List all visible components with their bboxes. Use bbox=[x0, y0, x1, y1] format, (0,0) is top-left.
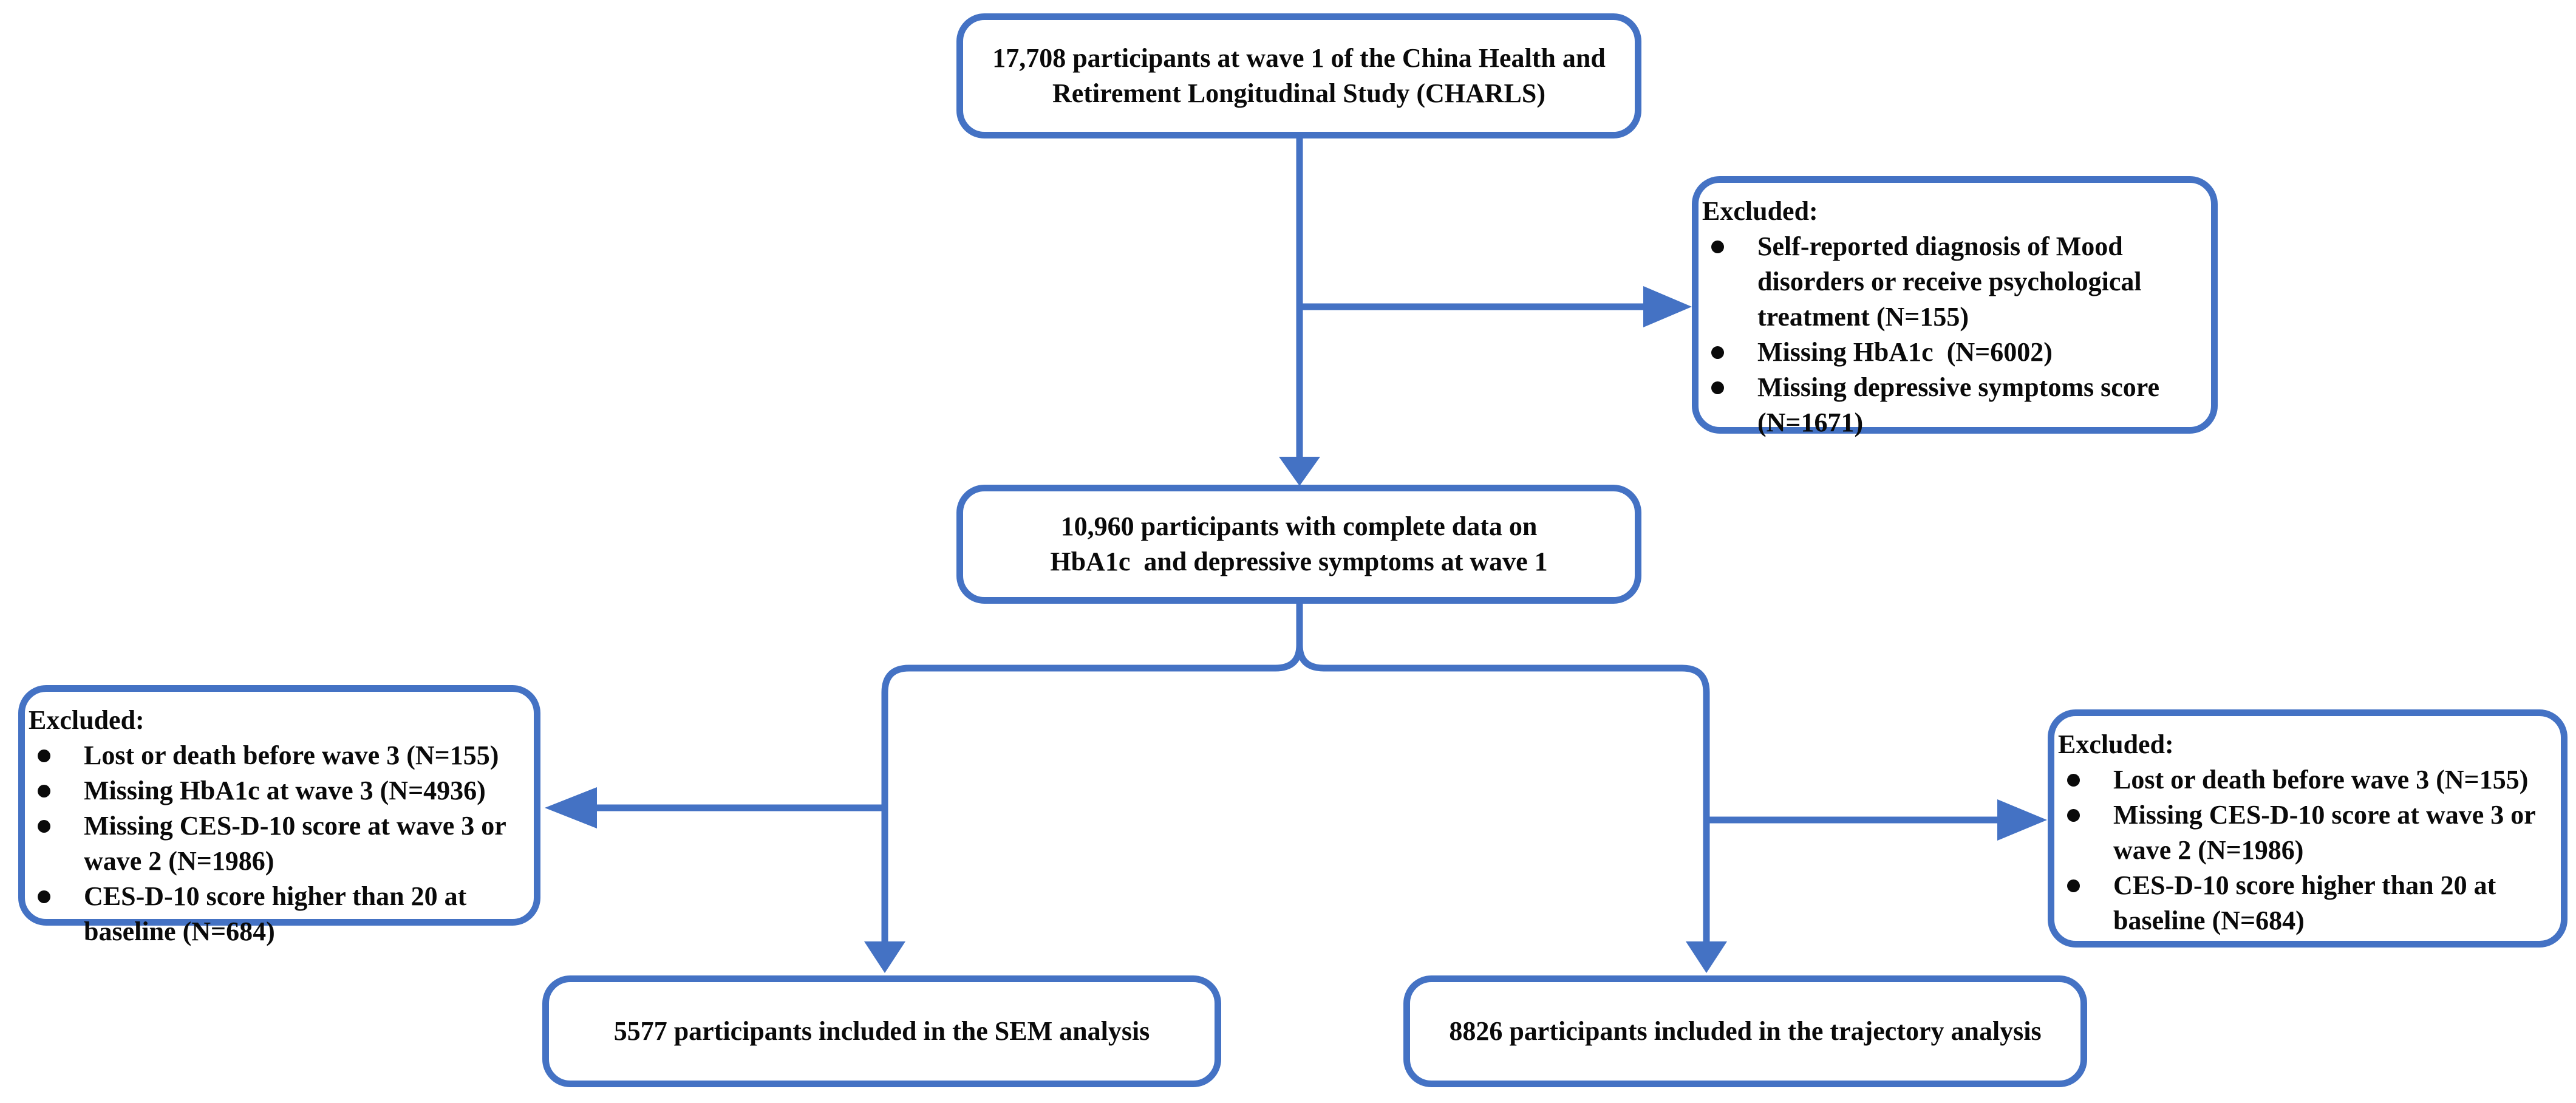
excluded-item: Missing CES-D-10 score at wave 3 or wave… bbox=[38, 808, 525, 879]
excluded-list: Self-reported diagnosis of Mood disorder… bbox=[1702, 229, 2203, 440]
excluded-item: CES-D-10 score higher than 20 at baselin… bbox=[2067, 868, 2552, 938]
box-complete-data-line: HbA1c and depressive symptoms at wave 1 bbox=[1050, 547, 1548, 576]
excluded-item: Missing HbA1c at wave 3 (N=4936) bbox=[38, 773, 525, 808]
bullet-icon bbox=[38, 750, 50, 762]
bullet-icon bbox=[2067, 879, 2080, 892]
bullet-icon bbox=[1711, 381, 1724, 394]
box-wave1-line: 17,708 participants at wave 1 of the Chi… bbox=[992, 43, 1606, 73]
box-complete-data: 10,960 participants with complete data o… bbox=[956, 485, 1641, 604]
box-sem-analysis-line: 5577 participants included in the SEM an… bbox=[613, 1016, 1150, 1046]
bullet-icon bbox=[2067, 774, 2080, 787]
arrowhead-right-excluded-trajectory bbox=[1997, 799, 2047, 841]
bullet-icon bbox=[1711, 346, 1724, 359]
excluded-item: Lost or death before wave 3 (N=155) bbox=[38, 738, 525, 773]
excluded-item: CES-D-10 score higher than 20 at baselin… bbox=[38, 879, 525, 949]
arrowhead-left-excluded-sem bbox=[545, 787, 597, 828]
box-excluded-trajectory: Excluded: Lost or death before wave 3 (N… bbox=[2048, 709, 2567, 948]
bullet-icon bbox=[38, 820, 50, 833]
excluded-item: Lost or death before wave 3 (N=155) bbox=[2067, 762, 2552, 797]
arrowhead-down-trajectory bbox=[1686, 941, 1727, 973]
excluded-item: Missing CES-D-10 score at wave 3 or wave… bbox=[2067, 797, 2552, 868]
box-excluded-sem: Excluded: Lost or death before wave 3 (N… bbox=[18, 685, 540, 946]
box-complete-data-line: 10,960 participants with complete data o… bbox=[1060, 511, 1538, 541]
bullet-icon bbox=[1711, 241, 1724, 253]
bullet-icon bbox=[2067, 809, 2080, 822]
bullet-icon bbox=[38, 785, 50, 797]
box-excluded-wave1: Excluded: Self-reported diagnosis of Moo… bbox=[1692, 176, 2218, 437]
excluded-item: Self-reported diagnosis of Mood disorder… bbox=[1711, 229, 2203, 335]
excluded-title: Excluded: bbox=[2058, 729, 2174, 759]
excluded-list: Lost or death before wave 3 (N=155) Miss… bbox=[2058, 762, 2552, 938]
bullet-icon bbox=[38, 890, 50, 903]
box-wave1-participants: 17,708 participants at wave 1 of the Chi… bbox=[956, 13, 1641, 138]
excluded-list: Lost or death before wave 3 (N=155) Miss… bbox=[29, 738, 525, 949]
box-trajectory-analysis-line: 8826 participants included in the trajec… bbox=[1449, 1016, 2042, 1046]
box-trajectory-analysis: 8826 participants included in the trajec… bbox=[1403, 975, 2087, 1087]
arrowhead-right-excluded-wave1 bbox=[1643, 286, 1692, 327]
excluded-title: Excluded: bbox=[1702, 196, 1818, 226]
box-sem-analysis: 5577 participants included in the SEM an… bbox=[542, 975, 1221, 1087]
box-wave1-line: Retirement Longitudinal Study (CHARLS) bbox=[1052, 78, 1546, 108]
arrowhead-down-complete bbox=[1279, 457, 1320, 486]
excluded-title: Excluded: bbox=[29, 705, 145, 735]
excluded-item: Missing depressive symptoms score (N=167… bbox=[1711, 370, 2203, 440]
connector-split-right bbox=[1296, 644, 1710, 945]
excluded-item: Missing HbA1c (N=6002) bbox=[1711, 335, 2203, 370]
arrowhead-down-sem bbox=[864, 941, 905, 973]
connector-split-left bbox=[881, 644, 1303, 945]
